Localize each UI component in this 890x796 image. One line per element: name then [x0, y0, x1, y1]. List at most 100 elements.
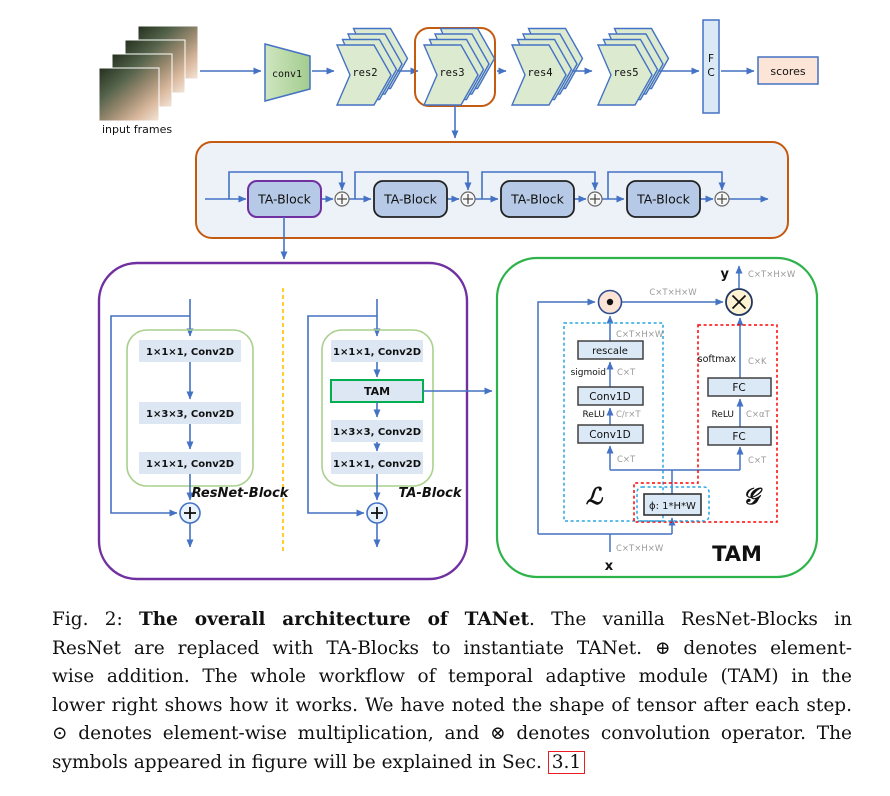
figure-caption: Fig. 2: The overall architecture of TANe…	[52, 606, 852, 778]
x-input-label: x	[605, 559, 614, 574]
caption-line-5: ⊙ denotes element-wise multiplication, a…	[52, 723, 852, 745]
plus-circle-icon	[334, 191, 350, 207]
convolution-operator-icon	[725, 288, 753, 316]
resnet-conv-1	[139, 340, 241, 362]
resnet-conv-3-label: 1×1×1, Conv2D	[146, 459, 234, 470]
ta-block-4	[626, 180, 701, 218]
mul-shape-label: C×T×H×W	[649, 288, 697, 298]
local-branch-dashed-region	[563, 322, 664, 522]
ta-block-diagram: 1×1×1, Conv2D TAM 1×3×3, Conv2D 1×1×1, C…	[307, 299, 493, 548]
conv1d-top-label: Conv1D	[589, 391, 630, 403]
blocks-comparison-panel: 1×1×1, Conv2D 1×3×3, Conv2D 1×1×1, Conv2…	[97, 261, 493, 581]
caption-line-1: Fig. 2: The overall architecture of TANe…	[52, 609, 852, 630]
global-ck-shape: C×K	[748, 357, 767, 367]
plus-circle-icon	[460, 191, 476, 207]
plus-circle-icon	[714, 191, 730, 207]
res3-block: res3	[422, 27, 496, 106]
global-relu-label: ReLU	[711, 410, 734, 420]
res5-label: res5	[613, 67, 638, 79]
conv1d-bottom-box	[577, 424, 644, 444]
local-ct-in-shape: C×T	[617, 455, 636, 465]
ta-conv-2-label: 1×3×3, Conv2D	[333, 427, 421, 438]
ta-block-2	[373, 180, 448, 218]
conv1d-top-box	[577, 386, 644, 406]
resnet-block-diagram: 1×1×1, Conv2D 1×3×3, Conv2D 1×1×1, Conv2…	[110, 299, 290, 548]
res2-block: res2	[335, 27, 409, 106]
sigmoid-label: sigmoid	[571, 368, 606, 378]
resnet-conv-2	[139, 402, 241, 424]
ta-conv-2	[331, 420, 423, 442]
conv1-block	[264, 43, 311, 102]
global-branch-dashed-region	[633, 324, 778, 523]
caption-title-bold: The overall architecture of TANet	[138, 609, 530, 630]
softmax-label: softmax	[698, 354, 737, 365]
tam-detail-panel: rescale Conv1D Conv1D FC FC ϕ: 1*H*W C×T…	[495, 256, 819, 579]
phi-dashed-region	[636, 486, 710, 522]
ta-block-caption: TA-Block	[399, 486, 463, 501]
resnet-conv-2-label: 1×3×3, Conv2D	[146, 409, 234, 420]
ta-conv-3	[331, 452, 423, 474]
resnet-skip-connection	[110, 315, 190, 517]
fc-bottom-label: FC	[732, 431, 745, 443]
local-relu-label: ReLU	[582, 410, 605, 420]
conv1-label: conv1	[272, 69, 302, 80]
tam-title: TAM	[712, 542, 762, 566]
plus-circle-icon	[587, 191, 603, 207]
ta-block-4-label: TA-Block	[636, 192, 691, 207]
pipeline-row: input frames conv1 res2 res3	[98, 19, 819, 139]
x-shape-label: C×T×H×W	[616, 544, 664, 554]
scores-label: scores	[770, 65, 806, 78]
ta-block-1-label: TA-Block	[257, 192, 312, 207]
res2-label: res2	[352, 67, 377, 79]
ta-conv-1-label: 1×1×1, Conv2D	[333, 347, 421, 358]
local-out-shape: C×T×H×W	[616, 330, 664, 340]
tanet-architecture-diagram: input frames conv1 res2 res3	[97, 19, 819, 581]
elementwise-multiply-icon	[597, 289, 623, 315]
conv1d-bottom-label: Conv1D	[589, 429, 630, 441]
caption-line-2: ResNet are replaced with TA-Blocks to in…	[52, 637, 852, 659]
fc-bottom-box	[707, 426, 772, 446]
input-frames-label: input frames	[102, 123, 172, 136]
resnet-conv-1-label: 1×1×1, Conv2D	[146, 347, 234, 358]
y-shape-label: C×T×H×W	[748, 270, 796, 280]
ta-block-2-label: TA-Block	[383, 192, 438, 207]
caption-line-3: wise addition. The whole workflow of tem…	[52, 666, 852, 688]
fc-label-f: F	[708, 53, 714, 65]
plus-circle-icon	[366, 502, 388, 524]
frame-1	[98, 67, 160, 122]
chain-skip-connections	[228, 171, 726, 199]
fc-top-box	[707, 377, 772, 397]
phi-label: ϕ: 1*H*W	[649, 501, 696, 512]
ta-conv-1	[331, 340, 423, 362]
ta-block-3-label: TA-Block	[510, 192, 565, 207]
ta-block-chain: TA-Block TA-Block TA-Block TA-Block	[195, 141, 789, 260]
y-output-label: y	[721, 267, 730, 282]
input-frames-image	[98, 25, 199, 122]
tam-flow-lines	[537, 265, 744, 552]
caption-line-4: lower right shows how it works. We have …	[52, 694, 852, 716]
rescale-box	[577, 340, 644, 360]
res5-block: res5	[596, 27, 670, 106]
plus-circle-icon	[179, 502, 201, 524]
global-branch-letter: 𝒢	[743, 483, 764, 510]
caption-line-6: symbols appeared in figure will be expla…	[52, 749, 852, 778]
local-ct-mid-shape: C×T	[617, 368, 636, 378]
ta-block-3	[500, 180, 575, 218]
resnet-conv-3	[139, 452, 241, 474]
caption-fig-number: Fig. 2:	[52, 609, 139, 630]
global-cat-shape: C×αT	[746, 410, 771, 420]
local-branch-letter: ℒ	[586, 483, 604, 510]
rescale-label: rescale	[592, 346, 628, 357]
section-reference-link[interactable]: 3.1	[547, 750, 586, 774]
chain-add-operators	[334, 191, 730, 207]
global-ct-in-shape: C×T	[748, 456, 767, 466]
phi-box	[643, 493, 702, 516]
res3-label: res3	[439, 67, 464, 79]
res4-label: res4	[527, 67, 552, 79]
resnet-block-caption: ResNet-Block	[192, 486, 290, 501]
ta-skip-connection	[307, 315, 377, 517]
ta-conv-3-label: 1×1×1, Conv2D	[333, 459, 421, 470]
fc-top-label: FC	[732, 382, 745, 394]
local-crt-shape: C/r×T	[616, 410, 641, 420]
